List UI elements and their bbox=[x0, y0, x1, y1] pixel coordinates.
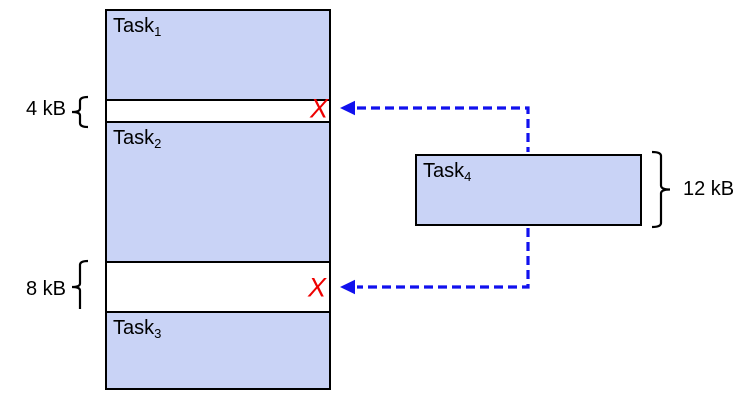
task2-subscript: 2 bbox=[154, 136, 162, 151]
task4-name: Task bbox=[423, 160, 465, 182]
task3-block: Task3 bbox=[107, 313, 329, 388]
task4-subscript: 4 bbox=[464, 169, 472, 184]
task3-name: Task bbox=[113, 317, 155, 339]
task1-label: Task1 bbox=[107, 11, 329, 44]
gap1-brace bbox=[71, 95, 89, 129]
arrow-to-gap1-line bbox=[357, 106, 530, 152]
gap2-free-block bbox=[107, 263, 329, 313]
memory-column: Task1 Task2 Task3 bbox=[105, 9, 331, 390]
task4-block: Task4 bbox=[415, 154, 642, 226]
task4-brace bbox=[651, 150, 671, 229]
task1-block: Task1 bbox=[107, 11, 329, 101]
gap2-brace bbox=[71, 259, 89, 309]
arrow-to-gap1-head bbox=[340, 100, 355, 116]
task4-label: Task4 bbox=[417, 156, 640, 189]
task3-subscript: 3 bbox=[154, 326, 162, 341]
gap1-size-label: 4 kB bbox=[25, 98, 66, 120]
task1-name: Task bbox=[113, 15, 155, 37]
task3-label: Task3 bbox=[107, 313, 329, 346]
arrow-to-gap2-line bbox=[357, 228, 530, 289]
gap1-free-block bbox=[107, 101, 329, 123]
task2-block: Task2 bbox=[107, 123, 329, 263]
arrow-to-gap2-head bbox=[340, 279, 355, 295]
task2-name: Task bbox=[113, 127, 155, 149]
gap2-size-label: 8 kB bbox=[25, 278, 66, 300]
task2-label: Task2 bbox=[107, 123, 329, 156]
task4-size-label: 12 kB bbox=[683, 178, 735, 200]
task1-subscript: 1 bbox=[154, 24, 162, 39]
